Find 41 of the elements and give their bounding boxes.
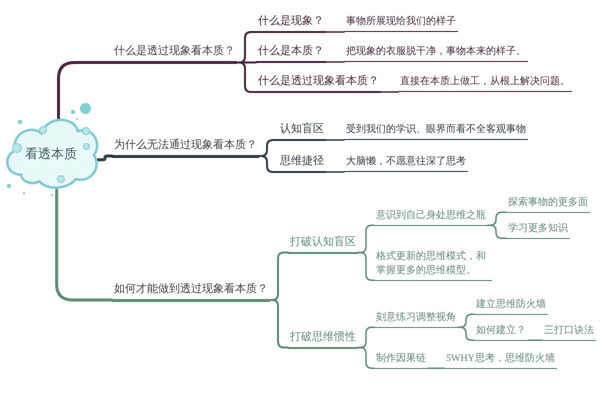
branch-line: [236, 62, 257, 93]
branch-line: [258, 155, 279, 173]
detail-label: 大脑懒，不愿意往深了思考: [344, 155, 468, 172]
detail-label: 受到我们的学识、眼界而看不全客观事物: [344, 123, 528, 140]
main-branch-label: 什么是透过现象看本质？: [112, 44, 237, 64]
branch-line: [380, 91, 399, 93]
detail-label: 建立思维防火墙: [474, 298, 548, 315]
subtopic-label: 什么是现象？: [256, 14, 326, 33]
detail-label: 探索事物的更多面: [506, 196, 590, 213]
subtopic-label: 打破思维惯性: [288, 330, 358, 348]
branch-line: [325, 139, 345, 141]
detail-label: 制作因果链: [374, 352, 428, 369]
detail-label: 意识到自己身处思维之瓶: [374, 209, 488, 226]
main-branch-label: 为什么无法通过现象看本质？: [112, 138, 259, 158]
detail-label: 如何建立？: [474, 324, 528, 341]
branch-line: [457, 326, 475, 341]
branch-line: [96, 154, 114, 162]
detail-label: 直接在本质上做工，从根上解决问题。: [398, 75, 572, 92]
detail-label: 事物所展现给我们的样子: [344, 15, 458, 32]
branch-line: [325, 31, 345, 33]
subtopic-label: 认知盲区: [278, 122, 326, 141]
subtopic-label: 思维捷径: [278, 154, 326, 173]
detail-label: 格式更新的思维模式，和掌握更多的思维模型。: [374, 250, 492, 281]
branch-line: [325, 171, 345, 173]
branch-line: [487, 224, 507, 239]
subtopic-label: 什么是本质？: [256, 44, 326, 63]
branch-line: [325, 61, 345, 63]
branch-line: [55, 188, 114, 302]
subtopic-label: 打破认知盲区: [288, 234, 358, 254]
main-branch-label: 如何才能做到透过现象看本质？: [112, 282, 270, 302]
root-topic: 看透本质: [25, 146, 77, 162]
detail-label: 三打口诀法: [542, 324, 596, 341]
detail-label: 学习更多知识: [506, 222, 570, 239]
detail-label: 刻意练习调整视角: [374, 311, 458, 328]
branch-line: [57, 61, 114, 120]
subtopic-label: 什么是透过现象看本质？: [256, 74, 381, 93]
detail-label: 5WHY思考，思维防火墙: [444, 352, 557, 369]
detail-label: 把现象的衣服脱干净，事物本来的样子。: [344, 45, 528, 62]
branch-line: [527, 340, 543, 341]
branch-line: [269, 299, 289, 348]
branch-line: [427, 368, 445, 369]
